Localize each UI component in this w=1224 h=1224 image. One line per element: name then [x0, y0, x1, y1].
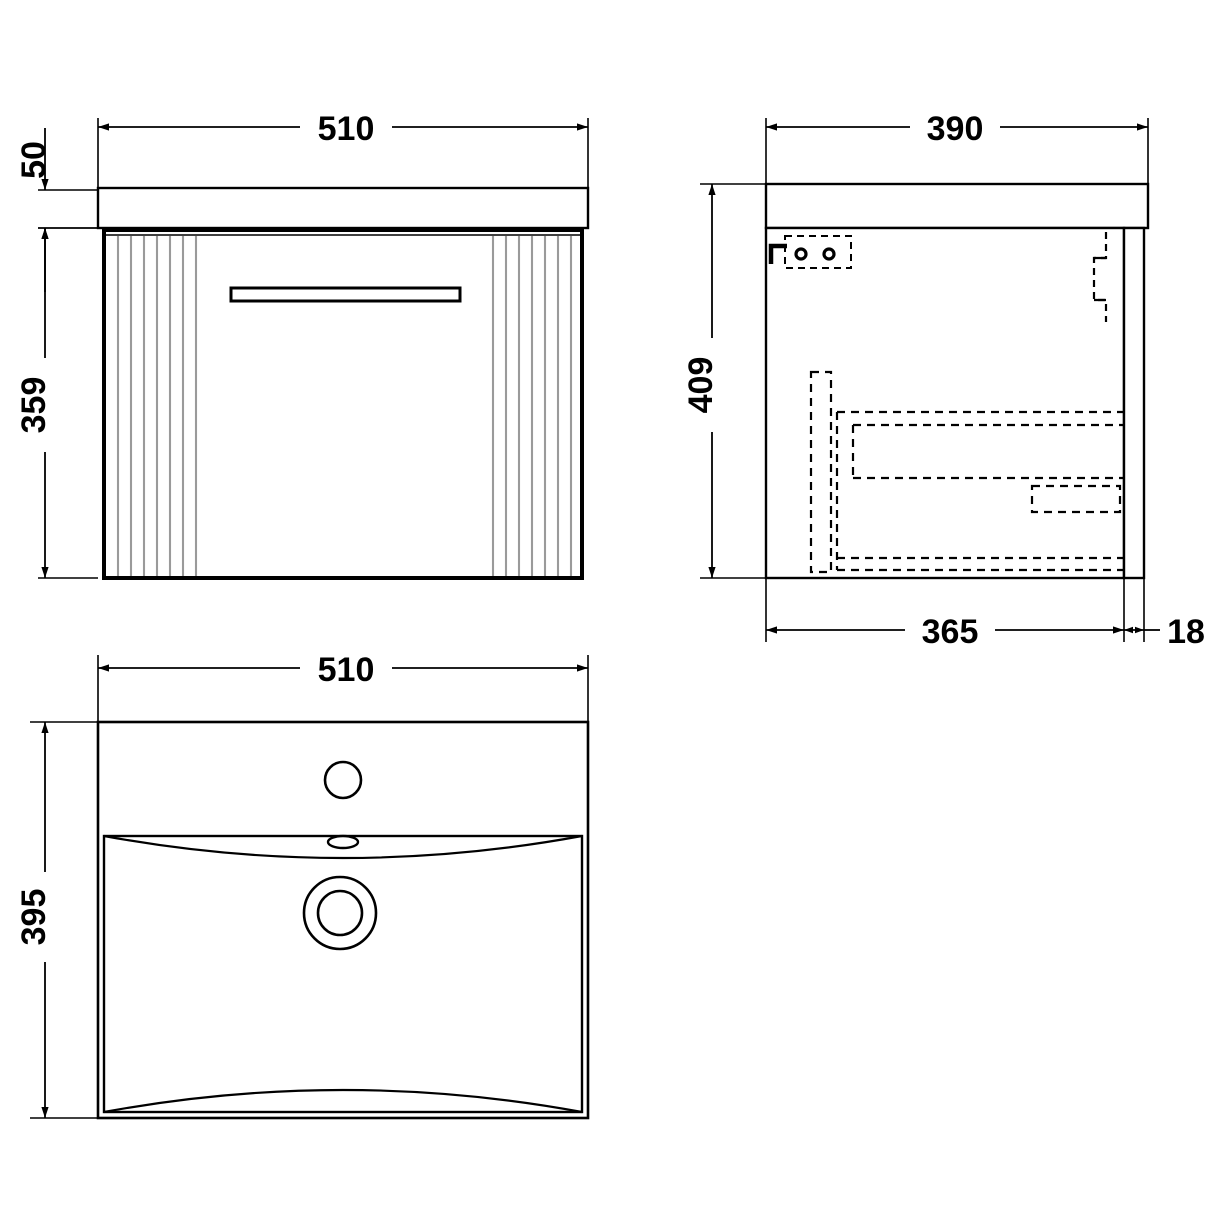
side-back-panel	[1122, 226, 1146, 580]
plan-width-dimension: 510	[97, 651, 589, 722]
plan-bowl-rim-curve-top	[103, 834, 583, 860]
side-hinge-bracket	[768, 243, 787, 264]
side-carcase-depth-label: 365	[922, 613, 979, 651]
side-hinge-hole-right	[822, 247, 836, 261]
front-top-thickness-label: 50	[15, 141, 53, 179]
front-elevation-view: 510 50 359	[15, 110, 590, 580]
plan-tap-hole	[323, 760, 363, 800]
side-elevation-view: 390 409	[682, 110, 1205, 651]
side-wall-bracket-ledges	[1094, 256, 1106, 302]
front-body-height-dimension: 359	[15, 227, 98, 579]
side-depth-label: 390	[927, 110, 984, 148]
side-drawer-runner-hidden	[1030, 484, 1122, 514]
side-carcase-body	[764, 226, 1126, 580]
fluted-right-panel	[491, 236, 573, 576]
side-hinge-plate	[784, 235, 852, 269]
side-depth-dimension: 390	[765, 110, 1149, 192]
side-carcase-depth-dimension: 365	[765, 578, 1125, 651]
front-width-dimension: 510	[97, 110, 589, 200]
side-hinge-hole-left	[794, 247, 808, 261]
side-drawer-box-inner	[851, 423, 1124, 480]
plan-overflow-slot	[326, 834, 360, 850]
plan-depth-dimension: 395	[15, 721, 98, 1119]
plan-view: 510 395	[15, 651, 590, 1120]
side-height-label: 409	[682, 357, 720, 414]
fluted-left-panel	[116, 236, 198, 576]
plan-width-label: 510	[318, 651, 375, 689]
plan-bowl-rim-curve-bottom	[103, 1088, 583, 1114]
side-drawer-box-outer	[835, 410, 1124, 572]
side-back-panel-dimension: 18	[1124, 578, 1205, 651]
front-top-thickness-dimension: 50	[15, 128, 98, 292]
front-handle-recess	[229, 286, 462, 303]
side-height-dimension: 409	[682, 183, 766, 579]
front-body-height-label: 359	[15, 377, 53, 434]
plan-depth-label: 395	[15, 889, 53, 946]
front-cabinet-body	[102, 228, 584, 580]
side-back-panel-label: 18	[1167, 613, 1205, 651]
plan-drain-inner-ring	[316, 889, 364, 937]
front-basin-top-slab	[96, 186, 590, 230]
front-width-label: 510	[318, 110, 375, 148]
side-basin-top-slab	[764, 182, 1150, 230]
